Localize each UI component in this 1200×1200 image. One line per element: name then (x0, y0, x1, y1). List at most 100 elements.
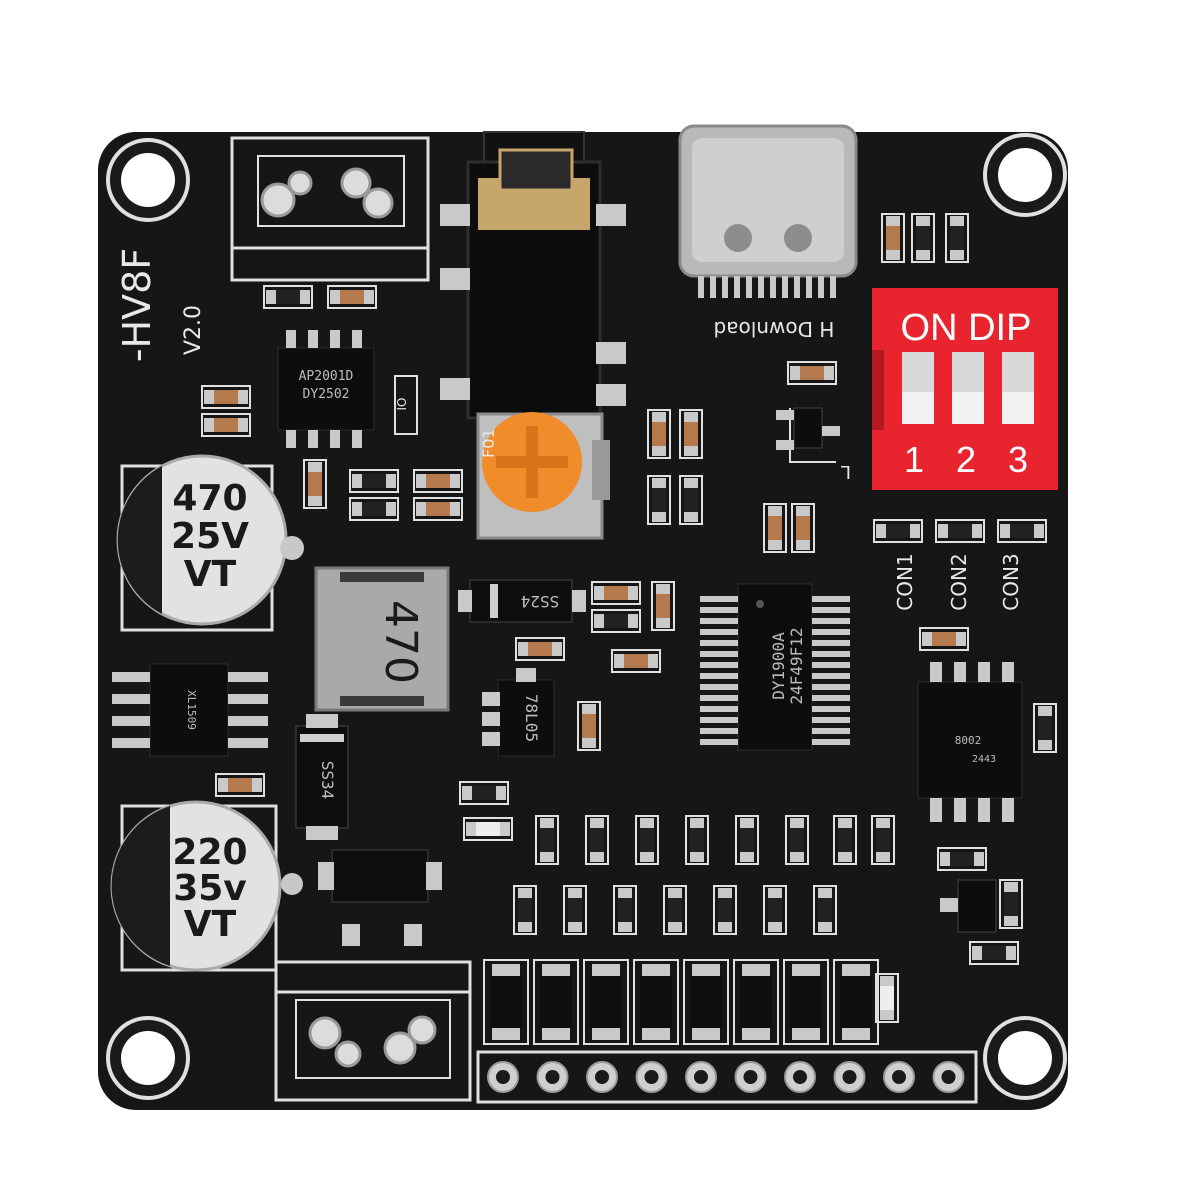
smd-pad (500, 822, 510, 836)
smd-outline (763, 503, 787, 553)
chip-pin (330, 430, 340, 448)
smd-outline (763, 885, 787, 935)
smd-outline (303, 459, 327, 509)
smd-outline (577, 701, 601, 751)
chip-pin (112, 672, 150, 682)
chip-pin (228, 738, 268, 748)
chip-pin (700, 651, 738, 657)
chip-pin (700, 717, 738, 723)
smd-outline (679, 409, 703, 459)
chip-pin (1002, 662, 1014, 682)
smd-pad (668, 888, 682, 898)
smd-pad (690, 852, 704, 862)
diode-pad (842, 964, 870, 976)
chip-pin (112, 738, 150, 748)
smd-body (886, 226, 900, 250)
smd-body (652, 488, 666, 512)
smd-pad (880, 1010, 894, 1020)
diode-ss34: SS34 (295, 714, 349, 840)
capacitor-bottom-voltage: 35v (173, 868, 247, 909)
usb-pin (830, 276, 836, 298)
con1-label: CON1 (893, 553, 917, 610)
smd-pad (552, 642, 562, 656)
smd-outline (591, 581, 641, 605)
smd-pad (652, 412, 666, 422)
smd-pad (838, 818, 852, 828)
diode-pad (492, 964, 520, 976)
smd-pad (330, 290, 340, 304)
smd-pad (886, 250, 900, 260)
smd-pad (496, 786, 506, 800)
smd-body (1010, 524, 1034, 538)
l-label: L (841, 461, 851, 482)
sot-pin (776, 410, 794, 420)
buck-chip: XL1509 (112, 663, 268, 757)
smd-pad (684, 412, 698, 422)
dip-number-2: 2 (956, 439, 976, 480)
capacitor-top: 470 25V VT (116, 454, 304, 632)
smd-pad (652, 446, 666, 456)
smd-pad (568, 922, 582, 932)
chip-pin (700, 684, 738, 690)
smd-outline (999, 879, 1023, 929)
usb-c-port (678, 124, 858, 298)
chip-pin (812, 739, 850, 745)
smd-pad (1038, 740, 1052, 750)
con2-label: CON2 (947, 553, 971, 610)
chip-pin (308, 330, 318, 348)
smd-body (604, 614, 628, 628)
amp-chip: 8002 2443 (917, 662, 1023, 822)
smd-pad (684, 478, 698, 488)
capacitor-bottom-series: VT (184, 904, 237, 945)
chip-pin (954, 662, 966, 682)
smd-outline (785, 815, 809, 865)
smd-pad (818, 888, 832, 898)
chip-pin (1002, 798, 1014, 822)
chip-pin (978, 798, 990, 822)
chip-pin (700, 629, 738, 635)
smd-body (1004, 892, 1018, 916)
usb-pin (794, 276, 800, 298)
smd-pad (886, 216, 900, 226)
smd-pad (252, 778, 262, 792)
main-chip-line1: DY1900A (769, 632, 788, 700)
diode-body (640, 976, 672, 1028)
terminal-block-top (230, 136, 430, 282)
smd-body (790, 828, 804, 852)
smd-pad (940, 852, 950, 866)
chip-pin (930, 798, 942, 822)
smd-body (528, 642, 552, 656)
diode-pad (642, 1028, 670, 1040)
chip-pin (930, 662, 942, 682)
dip-switch[interactable]: ON DIP 1 2 3 (872, 288, 1058, 490)
smd-pad (204, 418, 214, 432)
smd-pad (768, 506, 782, 516)
smd-body (640, 828, 654, 852)
usb-pin (746, 276, 752, 298)
diode-pad (742, 964, 770, 976)
smd-pad (1034, 524, 1044, 538)
smd-outline (663, 885, 687, 935)
smd-outline (881, 213, 905, 263)
board-name-label: -HV8F (115, 248, 159, 362)
chip-pin (812, 717, 850, 723)
smd-body (982, 946, 1006, 960)
smd-outline (791, 503, 815, 553)
inductor-label: 470 (375, 600, 426, 684)
smd-pad (640, 818, 654, 828)
pad (404, 924, 422, 946)
smd-pad (540, 852, 554, 862)
con3-label: CON3 (999, 553, 1023, 610)
transistor (957, 879, 997, 933)
main-chip-line2: 24F49F12 (787, 627, 806, 704)
diode-body (840, 976, 872, 1028)
diode-outline (733, 959, 779, 1045)
smd-pad (656, 618, 670, 628)
usb-pin (818, 276, 824, 298)
pad (342, 924, 360, 946)
smd-pad (876, 818, 890, 828)
smd-outline (1033, 703, 1057, 753)
smd-body (340, 290, 364, 304)
chip-pin (700, 596, 738, 602)
